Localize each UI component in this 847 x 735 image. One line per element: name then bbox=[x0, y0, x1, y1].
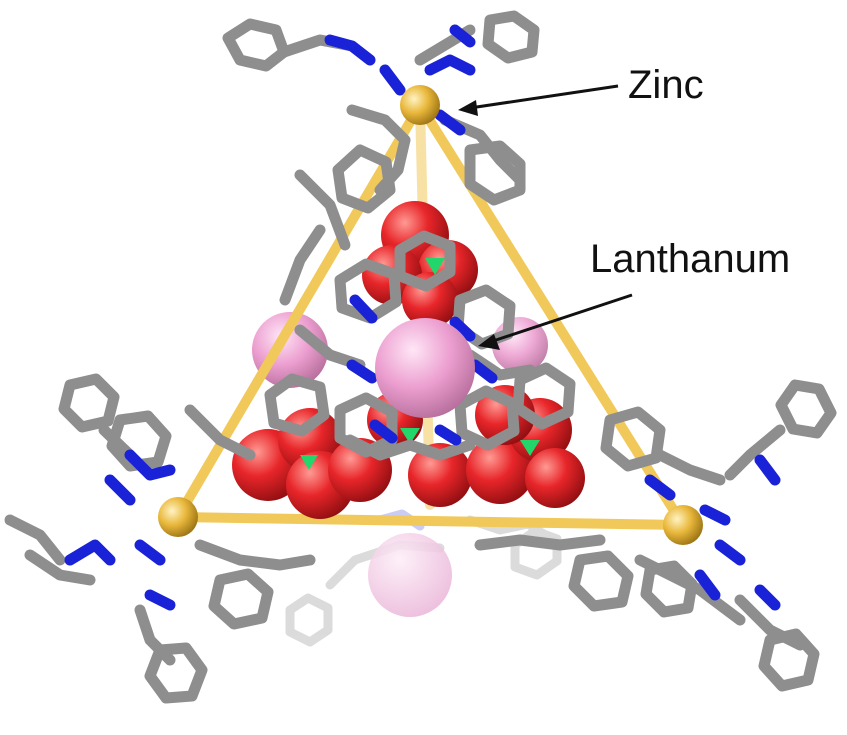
zinc-atoms bbox=[158, 85, 703, 545]
carbon-framework bbox=[4, 10, 837, 704]
zinc-atom-icon bbox=[158, 497, 198, 537]
arrow-icon bbox=[469, 84, 619, 110]
nitrogen-bonds bbox=[64, 24, 781, 611]
green-atoms bbox=[300, 258, 540, 470]
arrow-icon bbox=[478, 334, 500, 350]
arrow-icon bbox=[458, 100, 478, 116]
lanthanum-atom-icon bbox=[375, 318, 475, 418]
annotation-arrows bbox=[458, 84, 633, 350]
zinc-atom-icon bbox=[400, 85, 440, 125]
zinc-atom-icon bbox=[663, 505, 703, 545]
zinc-label: Zinc bbox=[628, 63, 704, 107]
lanthanum-label: Lanthanum bbox=[590, 237, 790, 281]
arrow-icon bbox=[489, 293, 633, 344]
